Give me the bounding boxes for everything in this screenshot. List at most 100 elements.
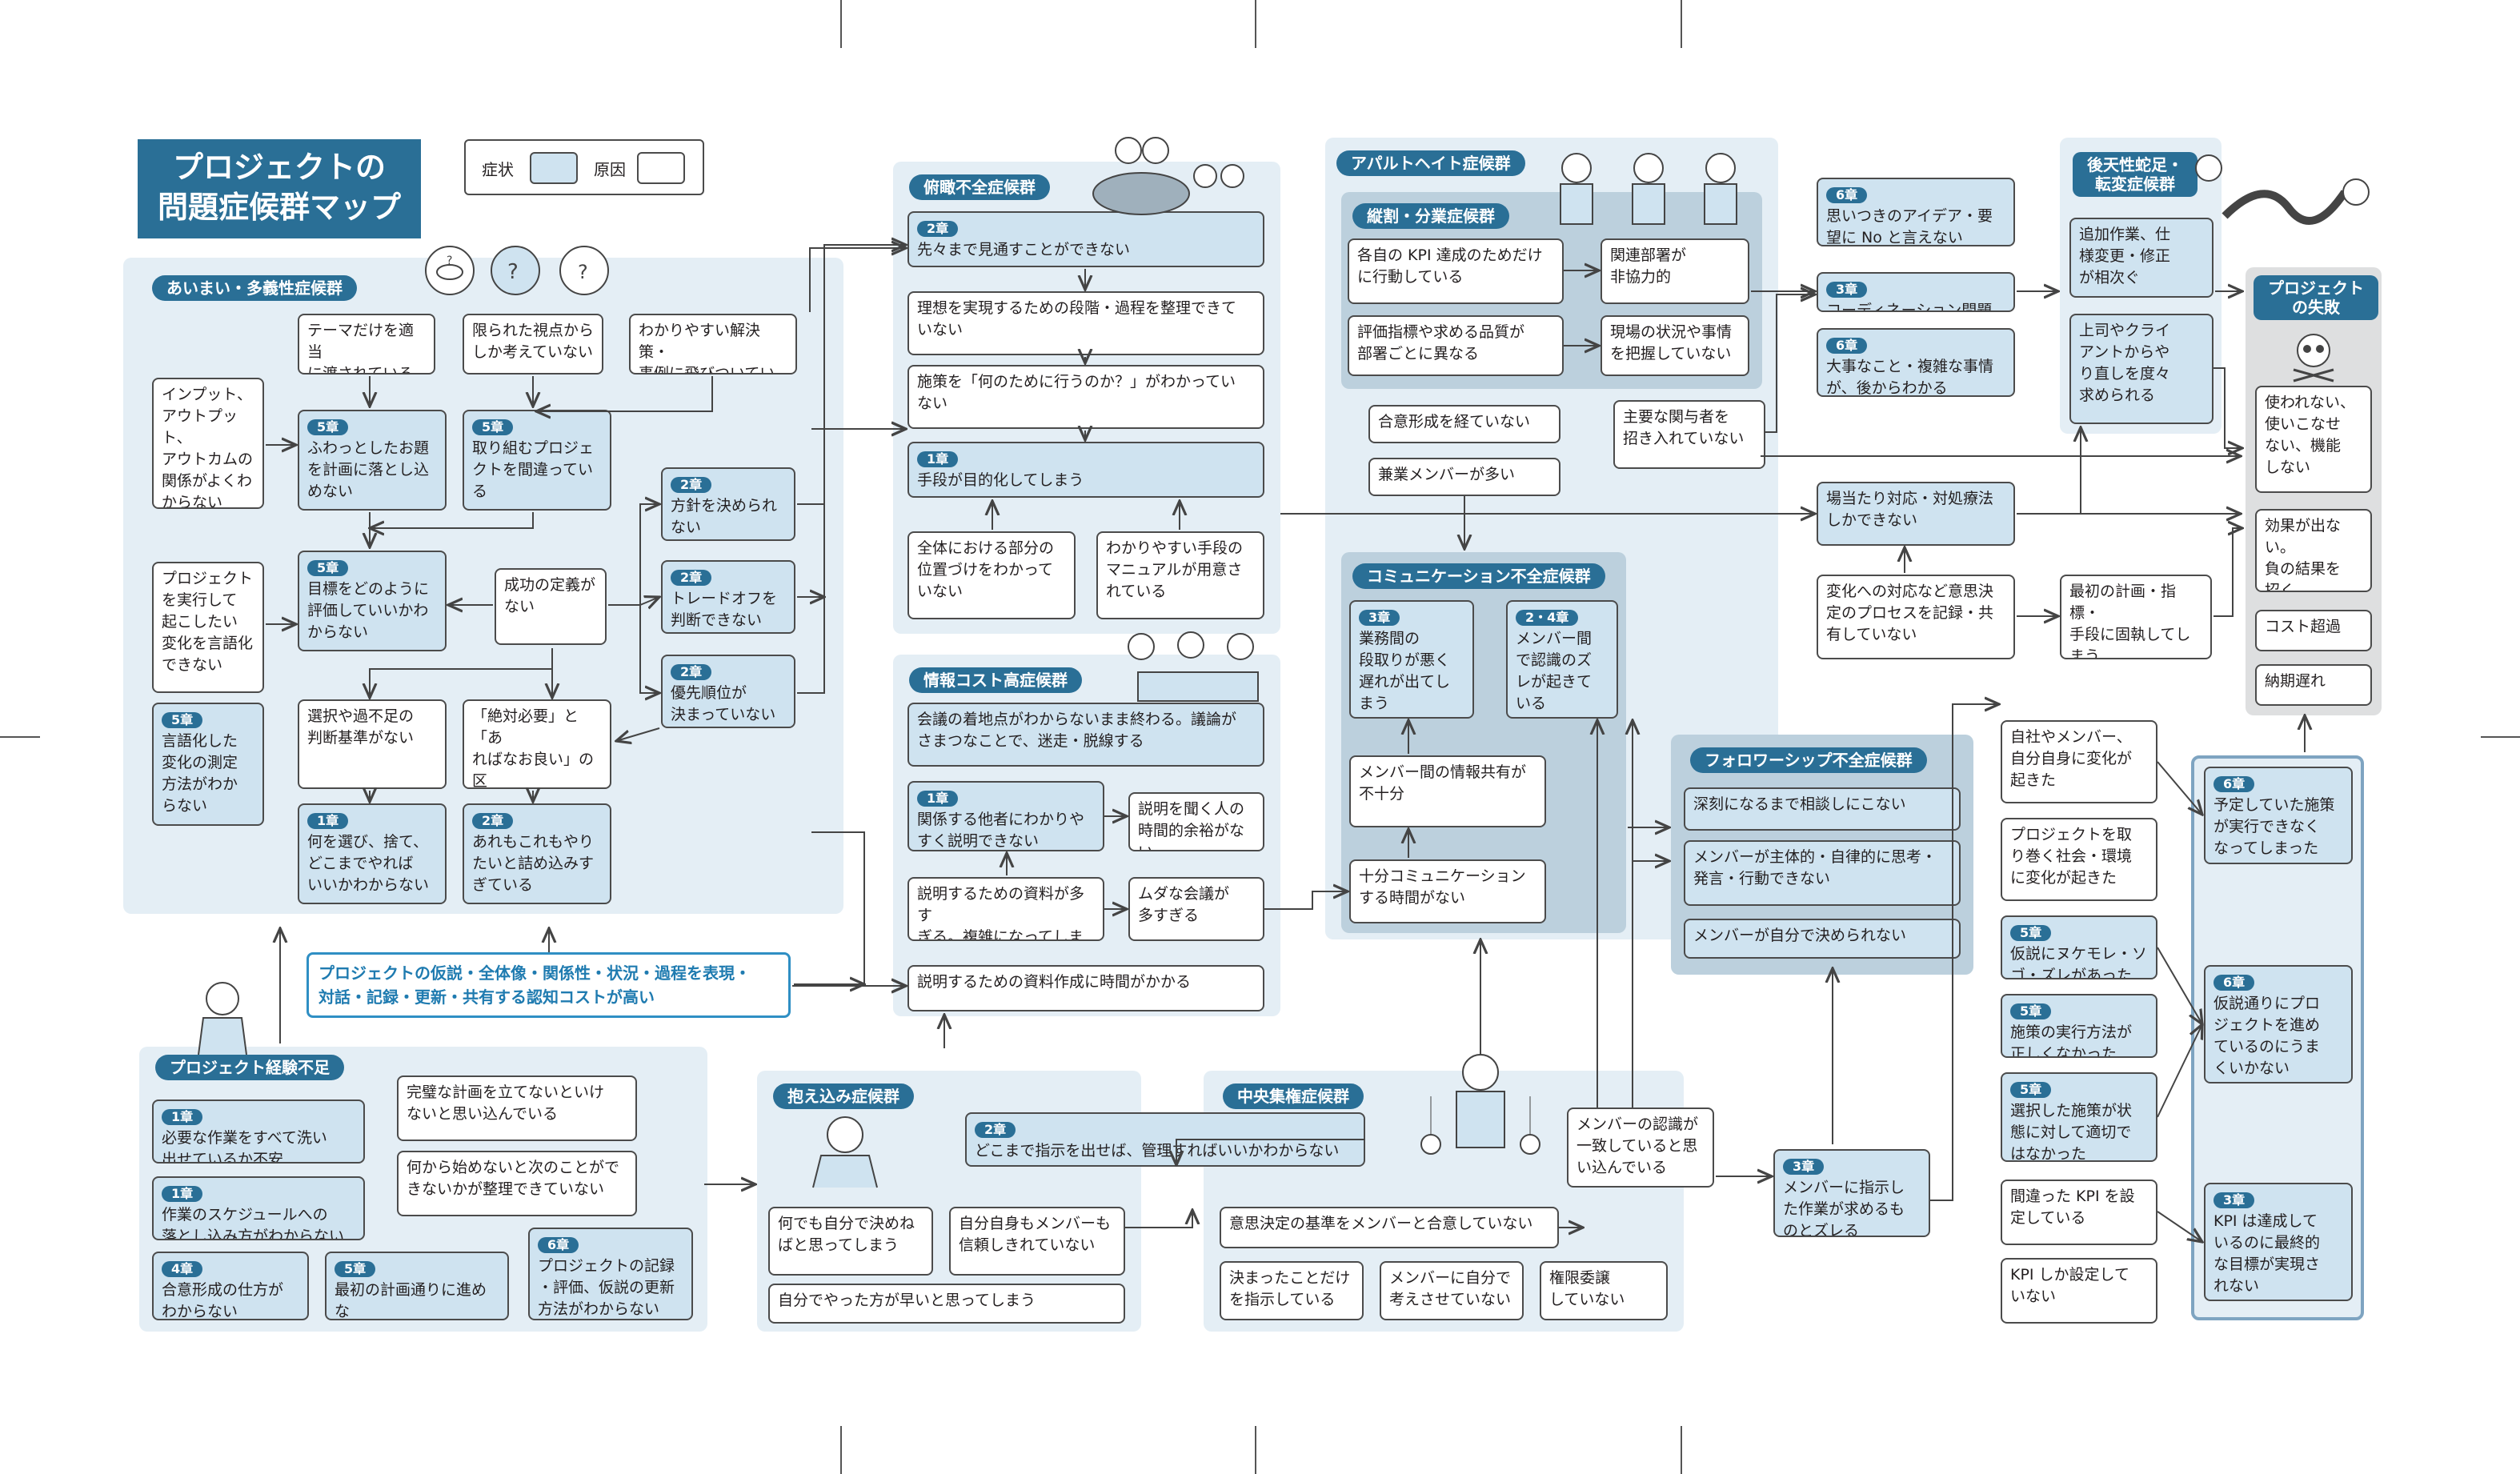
box-ch-member: メンバーに自分で 考えさせていない: [1380, 1261, 1524, 1320]
box-a-theme: テーマだけを適当 に渡されている: [298, 314, 435, 375]
crop-mark: [840, 0, 842, 48]
box-text: トレードオフを 判断できない: [671, 590, 778, 629]
crop-mark: [1681, 0, 1682, 48]
box-text: 十分コミュニケーション する時間がない: [1359, 867, 1526, 907]
flow-arrow: [2157, 761, 2202, 815]
box-text: テーマだけを適当 に渡されている: [307, 322, 415, 375]
box-a-fuwatto: 5章ふわっとしたお題 を計画に落とし込 めない: [298, 410, 447, 511]
chapter-badge: 5章: [335, 1261, 376, 1277]
box-ka-nandemo: 何でも自分で決めね ばと思ってしまう: [768, 1207, 933, 1276]
box-text: 深刻になるまで相談しにこない: [1693, 795, 1906, 813]
title-line2: 問題症候群マップ: [157, 190, 401, 225]
box-ka-jibunde: 自分でやった方が早いと思ってしまう: [768, 1284, 1125, 1324]
box-a-limited: 限られた視点から しか考えていない: [463, 314, 603, 375]
box-text: 意思決定の基準をメンバーと合意していない: [1229, 1215, 1533, 1232]
box-f-mokuteki: 1章手段が目的化してしまう: [907, 442, 1264, 498]
flow-arrow: [1125, 1210, 1192, 1228]
box-e-machigatta: 間違った KPI を設 定している: [2001, 1180, 2157, 1245]
legend-symptom-label: 症状: [482, 160, 514, 179]
box-t-hyoka: 評価指標や求める品質が 部署ごとに異なる: [1348, 315, 1564, 376]
chapter-badge: 5章: [2010, 1003, 2052, 1019]
flow-arrow: [608, 504, 659, 606]
group-title-aimai: あいまい・多義性症候群: [152, 275, 357, 301]
crop-mark: [1255, 0, 1256, 48]
tatewari-illustration: [1560, 153, 1737, 225]
box-text: 限られた視点から しか考えていない: [472, 322, 595, 361]
chapter-badge: 6章: [1826, 338, 1868, 354]
skull-icon: [2293, 334, 2334, 383]
box-ch-shiji: 3章メンバーに指示し た作業が求めるも のとズレる: [1773, 1149, 1930, 1237]
chapter-badge: 2章: [671, 477, 712, 493]
chapter-badge: 2章: [975, 1122, 1016, 1138]
box-text: 手段が目的化してしまう: [917, 471, 1084, 489]
flow-arrow: [370, 512, 534, 528]
crop-mark: [840, 1426, 842, 1474]
box-fail-cost: コスト超過: [2255, 610, 2372, 651]
fukan-illustration: [1092, 137, 1244, 215]
box-text: 会議の着地点がわからないまま終わる。議論が さまつなことで、迷走・脱線する: [917, 711, 1237, 750]
chapter-badge: 2章: [472, 813, 514, 829]
box-text: 大事なこと・複雑な事情 が、後からわかる: [1826, 358, 1994, 397]
box-c-jikan: 十分コミュニケーション する時間がない: [1349, 859, 1546, 923]
box-text: 全体における部分の 位置づけをわかって いない: [917, 539, 1055, 600]
box-text: 仮説にヌケモレ・ソ ゴ・ズレがあった: [2010, 945, 2148, 979]
box-ch-ishi: 意思決定の基準をメンバーと合意していない: [1220, 1207, 1559, 1248]
box-a-nani: 1章何を選び、捨て、 どこまでやれば いいかわからない: [298, 803, 447, 904]
box-text: 関係する他者にわかりや すく説明できない: [917, 811, 1085, 850]
box-r-omoitsuki: 6章思いつきのアイデア・要 望に No と言えない: [1817, 178, 2015, 246]
flow-arrow: [639, 597, 659, 605]
flow-arrow: [2157, 1024, 2202, 1118]
box-text: KPI しか設定して いない: [2010, 1266, 2129, 1305]
box-a-input: インプット、 アウトプット、 アウトカムの 関係がよくわ からない: [152, 378, 264, 509]
joho-illustration: [1128, 631, 1259, 702]
chapter-badge: 1章: [917, 451, 959, 467]
chapter-badge: 2・4章: [1516, 610, 1579, 626]
box-text: プロジェクトの記録 ・評価、仮説の更新 方法がわからない: [538, 1257, 675, 1318]
box-text: メンバーに自分で 考えさせていない: [1389, 1269, 1512, 1308]
flow-arrow: [2157, 947, 2202, 1024]
aimai-illustrations: ? ? ?: [425, 246, 609, 295]
box-text: プロジェクトを取 り巻く社会・環境 に変化が起きた: [2010, 826, 2133, 887]
box-a-houshin: 2章方針を決められ ない: [661, 467, 795, 541]
box-text: 完璧な計画を立てないといけ ないと思い込んでいる: [407, 1083, 605, 1123]
box-a-gengo: 5章言語化した 変化の測定 方法がわか らない: [152, 703, 264, 826]
flow-arrow: [536, 376, 713, 411]
box-text: あれもこれもやり たいと詰め込みす ぎている: [472, 833, 595, 894]
box-text: 必要な作業をすべて洗い 出せているか不安: [162, 1129, 327, 1164]
box-text: 現場の状況や事情 を把握していない: [1610, 323, 1733, 362]
group-title-apartheid: アパルトヘイト症候群: [1336, 150, 1525, 176]
box-text: メンバーに指示し た作業が求めるも のとズレる: [1783, 1179, 1905, 1237]
chapter-badge: 2章: [671, 664, 712, 680]
box-f-shisaku: 施策を「何のために行うのか？」がわかってい ない: [907, 365, 1264, 429]
box-fail-noki: 納期遅れ: [2255, 664, 2372, 706]
overwhelmed-person-icon: [812, 1116, 878, 1188]
crop-mark: [0, 736, 40, 738]
box-e-shisaku: 5章施策の実行方法が 正しくなかった: [2001, 994, 2157, 1058]
crop-mark: [1255, 1426, 1256, 1474]
chapter-badge: 3章: [1359, 610, 1400, 626]
box-text: 合意形成を経ていない: [1378, 413, 1531, 431]
box-a-torikumi: 5章取り組むプロジェ クトを間違ってい る: [463, 410, 611, 511]
group-title-fukan: 俯瞰不全症候群: [909, 174, 1050, 200]
box-e-sentaku: 5章選択した施策が状 態に対して適切で はなかった: [2001, 1072, 2157, 1162]
box-text: 評価指標や求める品質が 部署ごとに異なる: [1357, 323, 1525, 362]
box-text: メンバーが自分で決められない: [1693, 927, 1907, 944]
box-f-riso: 理想を実現するための段階・過程を整理できて いない: [907, 291, 1264, 355]
box-r-bahoshiki: 場当たり対応・対処療法 しかできない: [1817, 482, 2015, 546]
box-text: 各自の KPI 達成のためだけ に行動している: [1357, 246, 1543, 286]
flow-arrow: [2157, 1211, 2202, 1242]
box-fail-koka: 効果が出ない。 負の結果を 招く: [2255, 509, 2372, 592]
svg-text:?: ?: [507, 260, 519, 284]
box-r-saisho: 最初の計画・指標・ 手段に固執してし まう: [2060, 575, 2212, 659]
box-text: 施策を「何のために行うのか？」がわかってい ない: [917, 373, 1236, 412]
box-text: 説明するための資料作成に時間がかかる: [917, 973, 1192, 991]
flow-arrow: [797, 429, 906, 694]
box-text: 最初の計画通りに進めな ければと思い込んでいる: [335, 1281, 487, 1320]
box-ch-ninshiki: メンバーの認識が 一致していると思 い込んでいる: [1567, 1108, 1714, 1188]
chapter-badge: 1章: [307, 813, 349, 829]
box-text: 主要な関与者を 招き入れていない: [1623, 408, 1745, 447]
box-text: 選択や過不足の 判断基準がない: [307, 707, 415, 747]
chapter-badge: 2章: [671, 570, 712, 586]
hand-question-icon: ?: [559, 246, 609, 295]
box-text: プロジェクト を実行して 起こしたい 変化を言語化 できない: [162, 570, 254, 674]
